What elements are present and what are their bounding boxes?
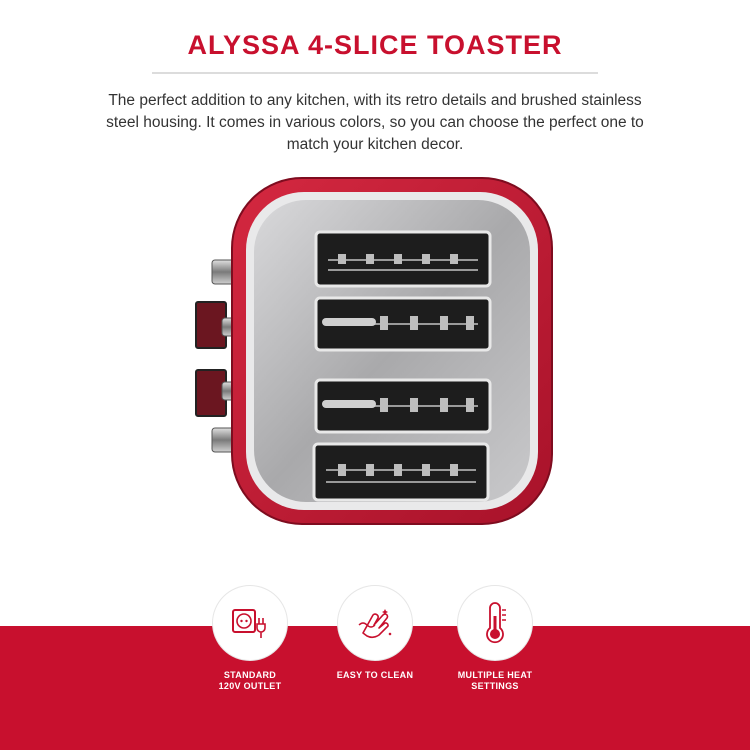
feature-clean-badge — [338, 586, 412, 660]
feature-heat-badge — [458, 586, 532, 660]
title-divider — [152, 72, 598, 74]
feature-clean-label: EASY TO CLEAN — [336, 670, 414, 680]
hand-wipe-icon — [358, 609, 392, 639]
feature-outlet: STANDARD 120V OUTLET — [190, 586, 310, 692]
power-outlet-icon — [232, 609, 266, 638]
product-description: The perfect addition to any kitchen, wit… — [106, 92, 644, 153]
feature-outlet-label: STANDARD 120V OUTLET — [218, 670, 282, 691]
page-title: ALYSSA 4-SLICE TOASTER — [187, 30, 563, 60]
feature-outlet-badge — [213, 586, 287, 660]
feature-clean: EASY TO CLEAN — [315, 586, 435, 681]
feature-heat-label: MULTIPLE HEAT SETTINGS — [457, 670, 533, 691]
thermometer-icon — [486, 602, 506, 644]
toaster-image — [195, 177, 553, 525]
feature-heat: MULTIPLE HEAT SETTINGS — [435, 586, 555, 692]
